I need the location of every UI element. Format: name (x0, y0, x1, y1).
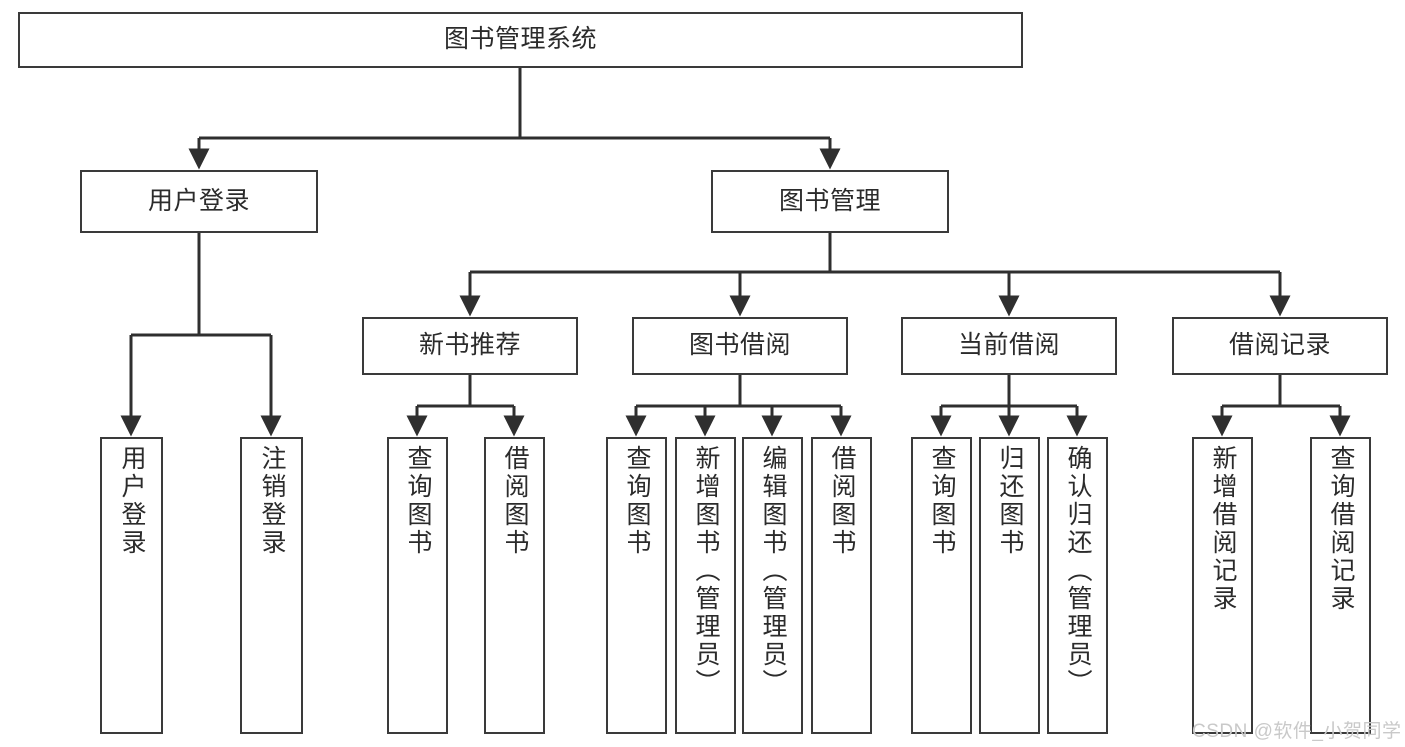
node-leaf-edit-book-label: 编辑图书（管理员） (759, 445, 787, 697)
node-user-login-label: 用户登录 (147, 186, 250, 215)
node-leaf-query-book-2-label: 查询图书 (623, 445, 651, 557)
node-book-borrow[interactable]: 图书借阅 (632, 317, 848, 375)
node-leaf-query-record-label: 查询借阅记录 (1327, 445, 1355, 613)
node-leaf-borrow-book-2[interactable]: 借阅图书 (811, 437, 872, 734)
node-leaf-query-book-1-label: 查询图书 (404, 445, 432, 557)
csdn-watermark: CSDN @软件_小贺同学 (1192, 721, 1402, 742)
node-leaf-borrow-book-1[interactable]: 借阅图书 (484, 437, 545, 734)
node-leaf-borrow-book-1-label: 借阅图书 (501, 445, 529, 557)
node-leaf-confirm-return[interactable]: 确认归还（管理员） (1047, 437, 1108, 734)
node-leaf-query-book-1[interactable]: 查询图书 (387, 437, 448, 734)
node-leaf-add-record-label: 新增借阅记录 (1209, 445, 1237, 613)
node-leaf-logout-label: 注销登录 (258, 445, 286, 557)
node-leaf-query-book-3[interactable]: 查询图书 (911, 437, 972, 734)
node-leaf-return-book[interactable]: 归还图书 (979, 437, 1040, 734)
node-leaf-user-login-label: 用户登录 (118, 445, 146, 557)
node-user-login[interactable]: 用户登录 (80, 170, 318, 233)
node-book-borrow-label: 图书借阅 (688, 331, 791, 360)
node-leaf-confirm-return-label: 确认归还（管理员） (1064, 445, 1092, 697)
node-root[interactable]: 图书管理系统 (18, 12, 1023, 68)
node-leaf-user-login[interactable]: 用户登录 (100, 437, 163, 734)
node-leaf-add-book[interactable]: 新增图书（管理员） (675, 437, 736, 734)
node-new-book-recommend[interactable]: 新书推荐 (362, 317, 578, 375)
node-leaf-query-book-3-label: 查询图书 (928, 445, 956, 557)
node-leaf-logout[interactable]: 注销登录 (240, 437, 303, 734)
node-borrow-record[interactable]: 借阅记录 (1172, 317, 1388, 375)
node-leaf-borrow-book-2-label: 借阅图书 (828, 445, 856, 557)
node-root-label: 图书管理系统 (443, 25, 597, 54)
node-leaf-query-book-2[interactable]: 查询图书 (606, 437, 667, 734)
node-book-management[interactable]: 图书管理 (711, 170, 949, 233)
node-leaf-edit-book[interactable]: 编辑图书（管理员） (742, 437, 803, 734)
node-leaf-query-record[interactable]: 查询借阅记录 (1310, 437, 1371, 734)
node-borrow-record-label: 借阅记录 (1228, 331, 1331, 360)
node-new-book-recommend-label: 新书推荐 (418, 331, 521, 360)
node-book-management-label: 图书管理 (778, 186, 881, 215)
node-leaf-add-book-label: 新增图书（管理员） (692, 445, 720, 697)
node-current-borrow-label: 当前借阅 (957, 331, 1060, 360)
node-leaf-return-book-label: 归还图书 (996, 445, 1024, 557)
node-current-borrow[interactable]: 当前借阅 (901, 317, 1117, 375)
node-leaf-add-record[interactable]: 新增借阅记录 (1192, 437, 1253, 734)
